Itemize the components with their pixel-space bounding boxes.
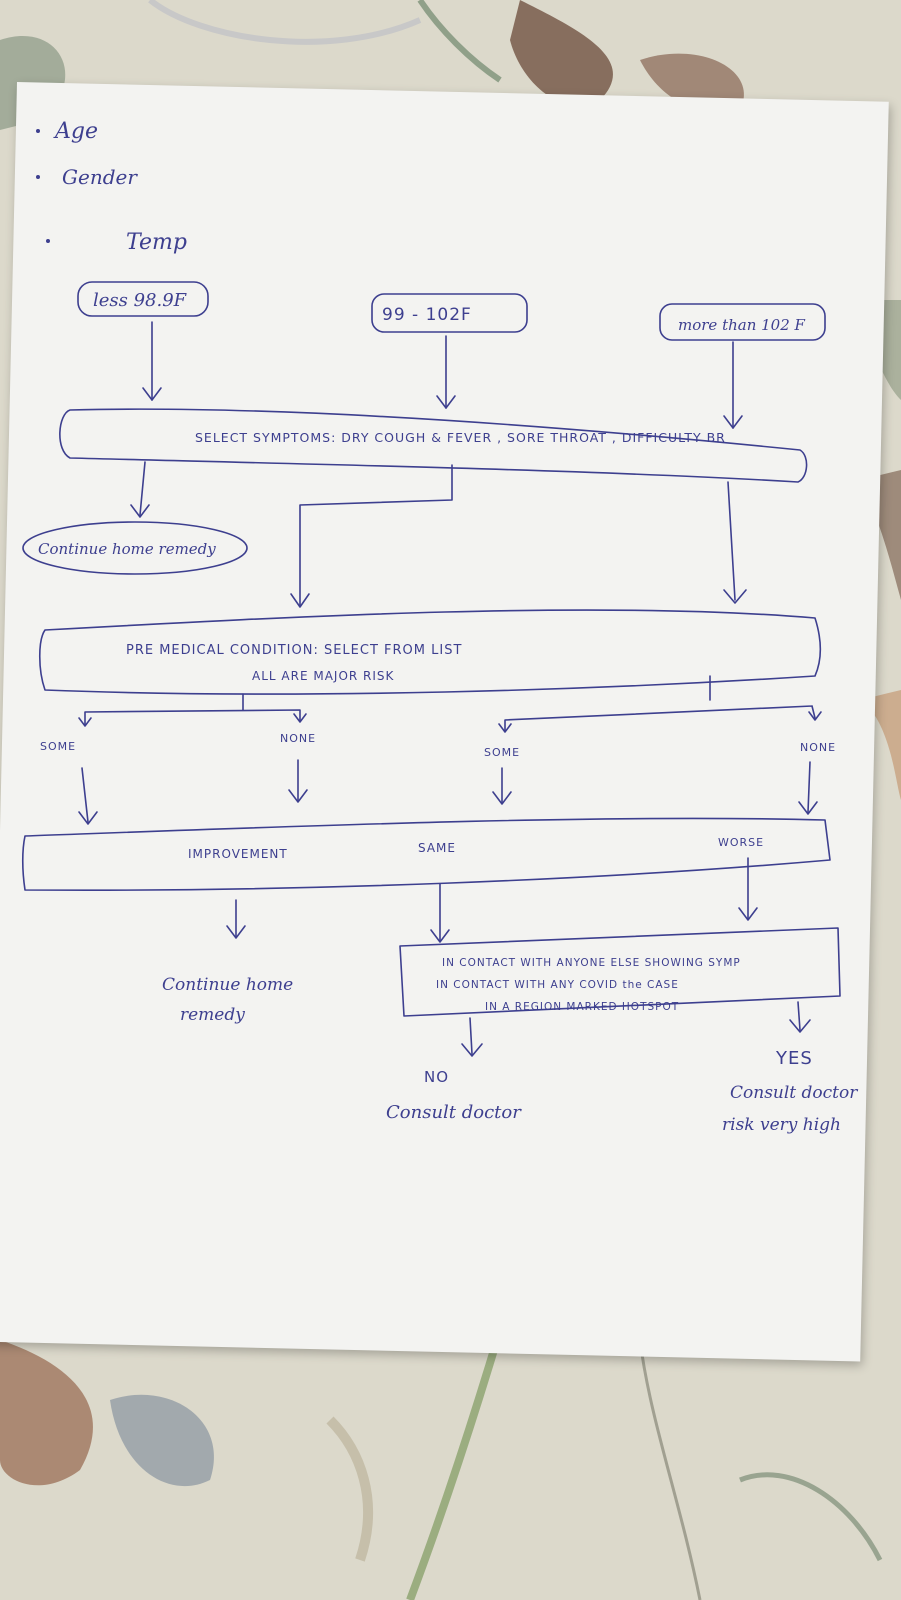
premedical-line2: ALL ARE MAJOR RISK bbox=[252, 669, 395, 683]
outcome-no-action: Consult doctor bbox=[386, 1102, 522, 1123]
temp-low-text: less 98.9F bbox=[93, 290, 188, 311]
branch-label-some-2: SOME bbox=[484, 746, 520, 759]
arrow-none-1 bbox=[288, 759, 308, 803]
home-remedy-box-1: Continue home remedy bbox=[22, 521, 248, 575]
temp-mid-text: 99 - 102F bbox=[382, 305, 472, 325]
arrow-same bbox=[430, 883, 450, 943]
contact-line1: IN CONTACT WITH ANYONE ELSE SHOWING SYMP bbox=[442, 957, 741, 969]
bullet-gender bbox=[36, 175, 40, 179]
arrow-temp-low bbox=[142, 321, 162, 401]
branch-right-connector bbox=[498, 675, 822, 733]
contact-box: IN CONTACT WITH ANYONE ELSE SHOWING SYMP… bbox=[399, 927, 841, 1017]
home-remedy-text-2-line2: remedy bbox=[180, 1005, 245, 1025]
branch-label-none-1: NONE bbox=[280, 732, 316, 745]
home-remedy-text-1: Continue home remedy bbox=[38, 540, 216, 558]
progress-box: IMPROVEMENT SAME WORSE bbox=[21, 817, 831, 892]
arrow-yes bbox=[789, 1001, 811, 1033]
outcome-no-label: NO bbox=[424, 1068, 449, 1086]
temp-label: Temp bbox=[126, 230, 187, 255]
arrow-some-2 bbox=[492, 767, 512, 805]
bullet-temp bbox=[46, 239, 50, 243]
premedical-box: PRE MEDICAL CONDITION: SELECT FROM LIST … bbox=[38, 609, 822, 695]
contact-line3: IN A REGION MARKED HOTSPOT bbox=[485, 1001, 679, 1013]
outcome-yes-risk: risk very high bbox=[722, 1115, 841, 1135]
arrow-symptoms-high-to-premedical bbox=[723, 481, 747, 604]
field-age: Age bbox=[53, 119, 98, 144]
symptoms-box: SELECT SYMPTOMS: DRY COUGH & FEVER , SOR… bbox=[59, 408, 808, 483]
field-gender: Gender bbox=[62, 165, 138, 189]
progress-same: SAME bbox=[418, 841, 456, 855]
outcome-yes-action: Consult doctor bbox=[730, 1083, 858, 1103]
progress-improvement: IMPROVEMENT bbox=[188, 847, 288, 861]
arrow-none-2 bbox=[798, 761, 818, 815]
temp-high-text: more than 102 F bbox=[678, 316, 806, 334]
progress-worse: WORSE bbox=[718, 836, 764, 849]
home-remedy-text-2-line1: Continue home bbox=[162, 975, 293, 995]
arrow-temp-high bbox=[723, 341, 743, 429]
symptoms-text: SELECT SYMPTOMS: DRY COUGH & FEVER , SOR… bbox=[195, 430, 726, 445]
arrow-improvement bbox=[226, 899, 246, 939]
arrow-some-1 bbox=[78, 767, 98, 825]
arrow-no bbox=[461, 1017, 483, 1057]
arrow-worse bbox=[738, 857, 758, 921]
bullet-age bbox=[36, 129, 40, 133]
arrow-symptoms-to-home bbox=[130, 461, 150, 518]
temp-box-mid: 99 - 102F bbox=[371, 293, 528, 333]
temp-box-high: more than 102 F bbox=[659, 303, 826, 341]
temp-box-low: less 98.9F bbox=[77, 281, 209, 317]
branch-label-none-2: NONE bbox=[800, 741, 836, 754]
arrow-symptoms-to-premedical bbox=[290, 464, 453, 608]
contact-line2: IN CONTACT WITH ANY COVID the CASE bbox=[436, 979, 679, 991]
premedical-line1: PRE MEDICAL CONDITION: SELECT FROM LIST bbox=[126, 643, 462, 658]
branch-left-connector bbox=[78, 693, 307, 727]
arrow-temp-mid bbox=[436, 335, 456, 409]
branch-label-some-1: SOME bbox=[40, 740, 76, 753]
outcome-yes-label: YES bbox=[775, 1048, 813, 1069]
